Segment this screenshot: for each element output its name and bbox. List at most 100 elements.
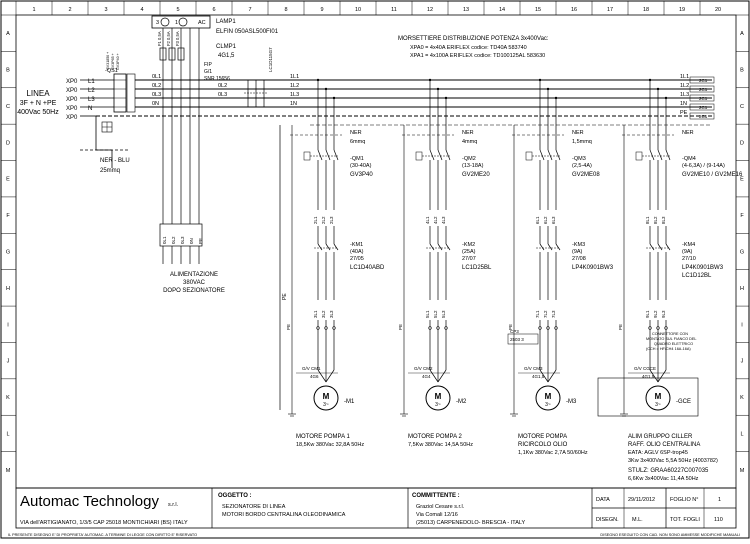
clamp-spec: SNR 15656	[204, 76, 230, 82]
contactor-ref: 27/10	[682, 256, 696, 262]
total-sheets-value: 110	[714, 517, 723, 523]
column-number: 1	[32, 7, 35, 13]
strip-wire: PE	[198, 238, 203, 244]
terminal-label: XP0	[66, 88, 78, 94]
motor-wire: 3L2	[321, 310, 326, 318]
motor-icon	[535, 385, 561, 411]
terminal-box-tag: CP3	[510, 329, 519, 334]
breaker-tag: -QM1	[350, 156, 364, 162]
motor-symbol: M	[323, 392, 330, 401]
aux-fuses	[159, 28, 200, 224]
title-block: Automac Technology s.r.l. VIA dell'ARTIG…	[15, 487, 737, 529]
distribution-title: MORSETTIERE DISTRIBUZIONE POTENZA 3x400V…	[398, 36, 549, 42]
terminal-box	[507, 333, 539, 345]
date-value: 29/11/2012	[628, 497, 655, 503]
cable-tag: G/V CGCE	[634, 366, 656, 371]
breaker-range: (30-40A)	[350, 163, 372, 169]
row-letter: L	[740, 431, 743, 437]
row-letter: F	[6, 213, 10, 219]
motor-wire: 5L1	[425, 310, 430, 318]
clamp-tag: CLMP1	[216, 44, 237, 50]
column-number: 13	[463, 7, 469, 13]
column-number: 17	[607, 7, 613, 13]
feeder-neutral-size: 6mmq	[350, 139, 365, 145]
fuse-label: F2 0,5A	[166, 31, 171, 46]
row-letter: I	[7, 322, 9, 328]
oggetto-line: SEZIONATORE DI LINEA	[222, 504, 286, 510]
lamp-model: ELFIN 050ASL500FI01	[216, 29, 279, 35]
row-letter: H	[6, 286, 10, 292]
committente-line: Graziol Cesare s.r.l.	[416, 504, 465, 510]
wire-label: PE	[680, 110, 688, 116]
bus-ref-label: 2C1	[699, 105, 708, 110]
oggetto-line: MOTORI BORDO CENTRALINA OLEODINAMICA	[222, 512, 346, 518]
motor-phase-symbol: 3~	[323, 402, 329, 408]
breaker-model: GV3P40	[350, 172, 373, 178]
lamp-icon	[160, 17, 170, 27]
feeder-wire: 6L2	[543, 216, 548, 224]
feeder-neutral: NER	[462, 130, 474, 136]
line-voltage: 400Vac 50Hz	[17, 109, 59, 116]
clamp-cable: 4G1,5	[218, 53, 235, 59]
terminal-label: XP0	[66, 115, 78, 121]
row-letter: G	[740, 250, 744, 256]
motor-title: MOTORE POMPA 2	[408, 434, 462, 440]
column-number: 3	[104, 7, 107, 13]
column-number: 4	[140, 7, 143, 13]
row-letter: C	[6, 104, 10, 110]
bus-wire-labels: 0L1 0L2 0L3 0N 0L2 0L3 1L1 1L2 1L3 1N 1L…	[152, 74, 689, 116]
column-number: 19	[679, 7, 685, 13]
motor-wire: 9L3	[661, 310, 666, 318]
motor-symbol: M	[435, 392, 442, 401]
main-buses	[96, 79, 712, 126]
row-letter: E	[6, 177, 10, 183]
feeder-wire: 2L3	[329, 216, 334, 224]
feeder-4: NER-QM4(4-6,3A) / (9-14A)GV2ME10 / GV2ME…	[597, 78, 743, 482]
disconnect-spec: GV3P40 +	[116, 53, 120, 70]
phase-label: L2	[88, 88, 95, 94]
motor-title-2: RICIRCOLO OLIO	[518, 442, 568, 448]
column-number: 2	[68, 7, 71, 13]
phase-label: L3	[88, 97, 95, 103]
clamp-spec: G/1	[204, 69, 212, 75]
lamp-tag: LAMP1	[216, 19, 236, 25]
row-letter: J	[741, 359, 744, 365]
wire-label: 0N	[152, 101, 159, 107]
feeder-pe: PE	[618, 324, 623, 330]
strip-wire: 0N	[189, 238, 194, 244]
date-label: DATA	[596, 497, 610, 503]
motor-tag: -GCE	[676, 399, 691, 405]
aux-terminal-strip: 0L1 0L2 0L3 0N PE ALIMENTAZIONE 380VAC D…	[159, 223, 225, 294]
wire-label: 1L2	[290, 83, 299, 89]
committente-line: Via Comali 12/16	[416, 512, 458, 518]
company-suffix: s.r.l.	[168, 502, 179, 508]
row-letter: H	[740, 286, 744, 292]
wire-label: 1L3	[290, 92, 299, 98]
disconnect-tag: -QS1	[105, 68, 118, 74]
column-number: 9	[320, 7, 323, 13]
motor-spec: 18,5Kw 380Vac 32,8A 50Hz	[296, 442, 364, 448]
contactor-label: LC1D115G7	[268, 47, 273, 72]
column-number: 7	[248, 7, 251, 13]
cable-size: 4G4	[422, 374, 431, 379]
breaker-tag: -QM4	[682, 156, 696, 162]
breaker-range: (4-6,3A) / (9-14A)	[682, 163, 725, 169]
cable-size: 4G1,5	[642, 374, 655, 379]
breaker-range: (13-18A)	[462, 163, 484, 169]
contactor-model: LC1D25BL	[462, 265, 492, 271]
wire-label: 0L1	[152, 74, 161, 80]
feeder-neutral-size: 4mmq	[462, 139, 477, 145]
feeder-pe: PE	[398, 324, 403, 330]
row-letter: B	[740, 68, 744, 74]
wire-label: 0L2	[152, 83, 161, 89]
motor-title: MOTORE POMPA 1	[296, 434, 350, 440]
sheet-label: FOGLIO N°	[670, 497, 698, 503]
breaker-model: GV2ME10 / GV2ME16	[682, 172, 743, 178]
lamp-pin: 1	[175, 20, 178, 26]
feeder-wire: 2L1	[313, 216, 318, 224]
bus-ref-label: 2C1	[699, 87, 708, 92]
breaker-tag: -QM2	[462, 156, 476, 162]
terminal-label: XP0	[66, 79, 78, 85]
feeder-wire: 4L3	[441, 216, 446, 224]
